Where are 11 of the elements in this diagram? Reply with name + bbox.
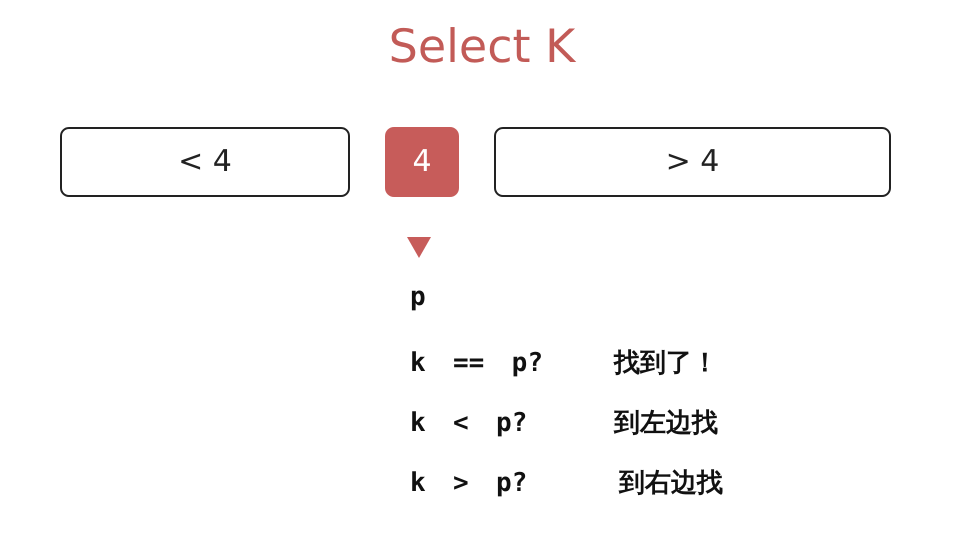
result-text: 到右边找 xyxy=(619,467,723,499)
condition-text: k == p? xyxy=(410,347,543,379)
result-text: 到左边找 xyxy=(614,407,718,439)
pointer-label: p xyxy=(410,281,426,313)
result-text: 找到了！ xyxy=(614,347,718,379)
condition-text: k < p? xyxy=(410,407,528,439)
slide-title: Select K xyxy=(388,18,576,75)
pivot-box: 4 xyxy=(385,127,459,197)
condition-text: k > p? xyxy=(410,467,528,499)
range-box: > 4 xyxy=(494,127,891,197)
range-box: < 4 xyxy=(60,127,350,197)
